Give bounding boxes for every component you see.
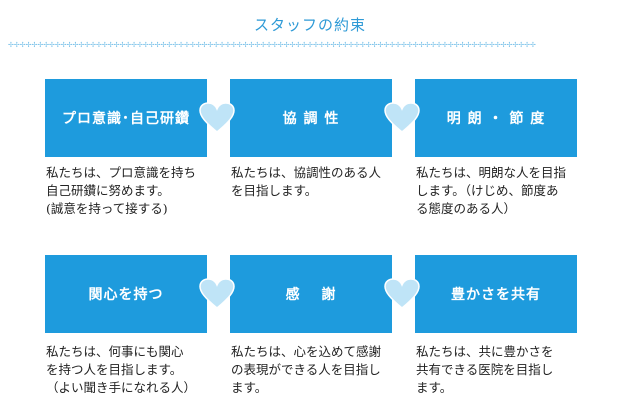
card-description: 私たちは、何事にも関心 を持つ人を目指します。 （よい聞き手になれる人） [46, 344, 197, 395]
card-interest: 関心を持つ [45, 255, 207, 333]
card-description: 私たちは、共に豊かさを 共有できる医院を目指し ます。 [416, 344, 554, 395]
card-cooperation: 協 調 性 [230, 79, 392, 157]
heart-icon [384, 278, 420, 309]
card-description: 私たちは、協調性のある人 を目指します。 [231, 165, 382, 198]
page-title: スタッフの約束 [253, 16, 366, 34]
heart-icon [199, 102, 235, 133]
card-description: 私たちは、心を込めて感謝 の表現ができる人を目指し ます。 [231, 344, 382, 395]
heart-icon [199, 278, 235, 309]
heart-icon [384, 102, 420, 133]
sparkle-divider: ✢✢✢✢✢✢✢✢✢✢✢✢✢✢✢✢✢✢✢✢✢✢✢✢✢✢✢✢✢✢✢✢✢✢✢✢✢✢✢✢… [8, 41, 536, 49]
card-cheerfulness: 明 朗 ・ 節 度 [415, 79, 577, 157]
card-description: 私たちは、プロ意識を持ち 自己研鑽に努めます。 (誠意を持って接する) [46, 165, 197, 216]
card-pro-awareness: プロ意識･自己研鑽 [45, 79, 207, 157]
card-gratitude: 感 謝 [230, 255, 392, 333]
card-share-abundance: 豊かさを共有 [415, 255, 577, 333]
card-description: 私たちは、明朗な人を目指 します。（けじめ、節度あ る態度のある人） [416, 165, 567, 216]
